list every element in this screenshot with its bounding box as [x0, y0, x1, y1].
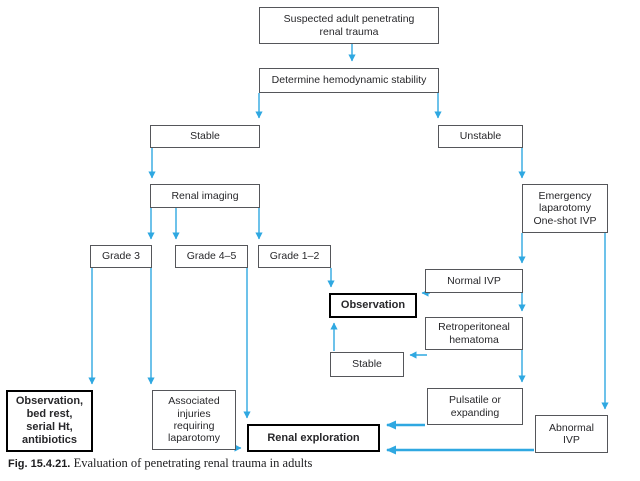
- node-associated-injuries: Associated injuries requiring laparotomy: [152, 390, 236, 450]
- node-grade-3: Grade 3: [90, 245, 152, 268]
- figure-caption: Fig. 15.4.21. Evaluation of penetrating …: [8, 456, 508, 471]
- node-abnormal-ivp: Abnormal IVP: [535, 415, 608, 453]
- node-determine-stability: Determine hemodynamic stability: [259, 68, 439, 93]
- node-emergency-laparotomy: Emergency laparotomy One-shot IVP: [522, 184, 608, 233]
- node-renal-exploration: Renal exploration: [247, 424, 380, 452]
- node-retroperitoneal-hematoma: Retroperitoneal hematoma: [425, 317, 523, 350]
- node-normal-ivp: Normal IVP: [425, 269, 523, 293]
- node-renal-imaging: Renal imaging: [150, 184, 260, 208]
- node-unstable: Unstable: [438, 125, 523, 148]
- figure-caption-text: Evaluation of penetrating renal trauma i…: [73, 456, 313, 470]
- node-suspected-trauma: Suspected adult penetrating renal trauma: [259, 7, 439, 44]
- node-grade-4-5: Grade 4–5: [175, 245, 248, 268]
- node-grade-1-2: Grade 1–2: [258, 245, 331, 268]
- figure-caption-label: Fig. 15.4.21.: [8, 458, 71, 470]
- node-observation: Observation: [329, 293, 417, 318]
- node-observation-bed-rest: Observation, bed rest, serial Ht, antibi…: [6, 390, 93, 452]
- node-stable-2: Stable: [330, 352, 404, 377]
- node-stable: Stable: [150, 125, 260, 148]
- node-pulsatile-expanding: Pulsatile or expanding: [427, 388, 523, 425]
